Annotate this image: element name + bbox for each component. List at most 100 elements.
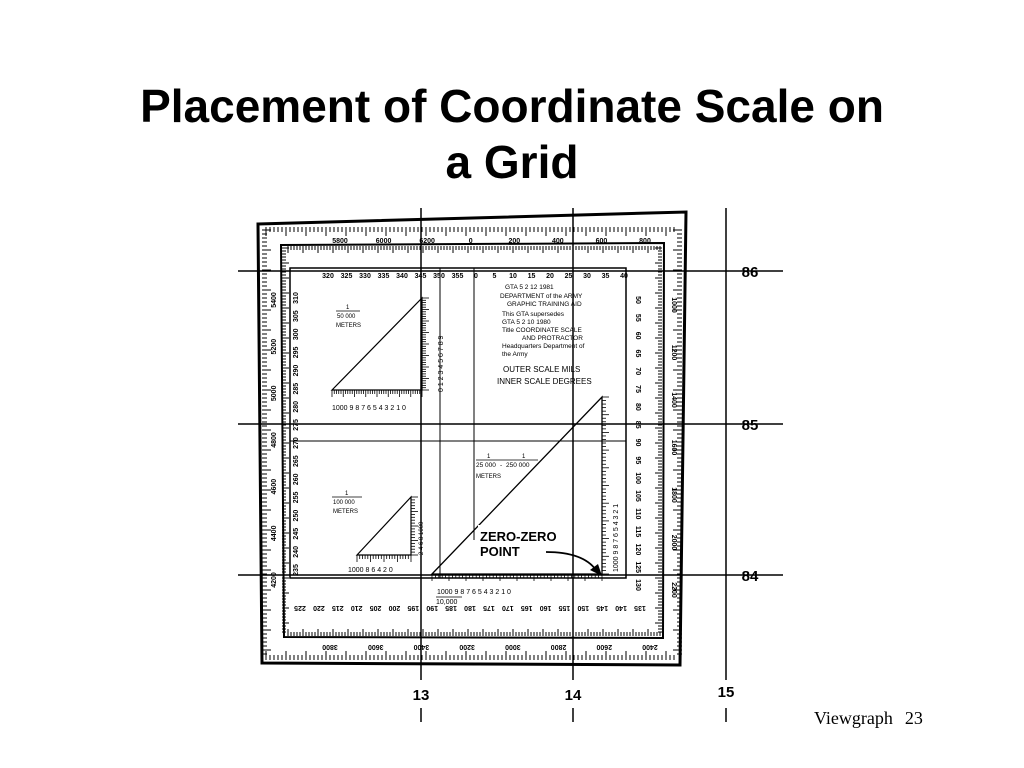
scale-100000-vertical-digits: 2 4 6 8 1000 — [419, 521, 425, 555]
degree-label: 100 — [634, 472, 641, 484]
mils-label: 2600 — [596, 643, 612, 650]
degree-label: 335 — [378, 273, 390, 280]
scale-25000-vertical-digits: 1000 9 8 7 6 5 4 3 2 1 — [613, 504, 620, 572]
scale-100000-numerator: 1 — [345, 491, 349, 497]
mils-label: 2400 — [642, 643, 658, 650]
degree-label: 90 — [634, 439, 641, 447]
degree-label: 130 — [634, 579, 641, 591]
scale-25000-base: 10,000 — [436, 599, 458, 606]
mils-label: 2200 — [670, 582, 677, 598]
degree-label: 350 — [433, 273, 445, 280]
info-line: Headquarters Department of — [502, 343, 585, 350]
zero-zero-label-line1: ZERO-ZERO — [480, 529, 557, 544]
degree-label: 255 — [293, 492, 300, 504]
mils-label: 1600 — [670, 440, 677, 456]
scale-100000-digits: 1000 8 6 4 2 0 — [348, 567, 393, 574]
degree-label: 15 — [528, 273, 536, 280]
mils-label: 1200 — [670, 345, 677, 361]
degree-label: 40 — [620, 273, 628, 280]
mils-label: 2000 — [670, 535, 677, 551]
degree-label: 295 — [293, 346, 300, 358]
mils-label: 1400 — [670, 392, 677, 408]
degree-label: 330 — [359, 273, 371, 280]
degree-label: 160 — [540, 604, 552, 611]
mils-label: 1800 — [670, 487, 677, 503]
scale-250000-denominator: 250 000 — [506, 462, 530, 469]
mils-label: 4400 — [271, 525, 278, 541]
degree-label: 170 — [502, 604, 514, 611]
degree-label: 285 — [293, 383, 300, 395]
protractor-ticks — [262, 227, 682, 660]
degree-label: 155 — [559, 604, 571, 611]
inner-scale-label: INNER SCALE DEGREES — [497, 377, 592, 386]
scale-25000-250000: 1 1 25 000 - 250 000 METERS 1000 9 8 7 6… — [430, 395, 620, 606]
zero-zero-arrow — [545, 551, 597, 571]
northing-label-84: 84 — [742, 568, 759, 585]
degree-label: 20 — [546, 273, 554, 280]
degree-label: 95 — [634, 456, 641, 464]
degree-label: 250 — [293, 510, 300, 522]
degree-label: 215 — [332, 604, 344, 611]
degree-label: 195 — [407, 604, 419, 611]
degree-label: 355 — [452, 273, 464, 280]
scale-50000-vertical-digits: 0 1 2 3 4 5 6 7 8 9 — [438, 335, 445, 392]
degree-label: 10 — [509, 273, 517, 280]
northing-label-85: 85 — [742, 417, 759, 434]
scale-50000-digits: 1000 9 8 7 6 5 4 3 2 1 0 — [332, 405, 406, 412]
degree-label: 5 — [493, 273, 497, 280]
slide-title-line2: a Grid — [445, 136, 579, 188]
right-degree-labels: 5055606570758085909510010511011512012513… — [634, 296, 641, 591]
slide-title: Placement of Coordinate Scale on a Grid — [0, 78, 1024, 190]
mils-label: 0 — [469, 238, 473, 245]
bottom-mils-labels: 38003600340032003000280026002400 — [322, 643, 658, 650]
degree-label: 110 — [634, 508, 641, 519]
degree-label: 145 — [596, 604, 608, 611]
top-degree-labels: 3203253303353403453503550510152025303540 — [322, 273, 628, 280]
degree-label: 320 — [322, 273, 334, 280]
svg-text:-: - — [500, 462, 502, 469]
mils-label: 600 — [596, 238, 608, 245]
degree-label: 135 — [634, 604, 646, 611]
degree-label: 225 — [294, 604, 306, 611]
degree-label: 210 — [351, 604, 363, 611]
info-line: GTA 5 2 12 1981 — [505, 284, 554, 291]
degree-label: 185 — [445, 604, 457, 611]
scale-25000-units: METERS — [476, 474, 501, 480]
zero-zero-arrowhead — [590, 564, 602, 576]
mils-label: 4200 — [271, 572, 278, 588]
mils-label: 4600 — [271, 479, 278, 495]
mils-label: 6000 — [376, 238, 392, 245]
degree-label: 80 — [634, 403, 641, 411]
grid-lines — [238, 208, 783, 722]
info-line: the Army — [502, 351, 528, 358]
degree-label: 75 — [634, 385, 641, 393]
easting-label-15: 15 — [718, 684, 735, 701]
scale-100000-units: METERS — [333, 509, 358, 515]
info-line: DEPARTMENT of the ARMY — [500, 293, 583, 300]
degree-label: 70 — [634, 367, 641, 375]
degree-label: 260 — [293, 473, 300, 485]
degree-label: 55 — [634, 314, 641, 322]
degrees-band-inner-edge — [289, 267, 627, 579]
easting-label-13: 13 — [413, 687, 430, 704]
degree-label: 310 — [293, 292, 300, 304]
scale-25000-denominator: 25 000 — [476, 462, 496, 469]
degree-label: 35 — [602, 273, 610, 280]
mils-label: 5800 — [332, 238, 348, 245]
scale-25000-numerator: 1 — [487, 454, 491, 460]
degree-label: 325 — [341, 273, 353, 280]
mils-label: 5200 — [271, 339, 278, 355]
degree-label: 290 — [293, 365, 300, 377]
info-line: Title COORDINATE SCALE — [502, 327, 582, 334]
degree-label: 50 — [634, 296, 641, 304]
scale-50000-units: METERS — [336, 323, 361, 329]
degree-label: 270 — [293, 437, 300, 449]
mils-label: 5000 — [271, 385, 278, 401]
mils-label: 1000 — [670, 297, 677, 313]
scale-50000-numerator: 1 — [346, 305, 350, 311]
left-degree-labels: 3103053002952902852802752702652602552502… — [293, 292, 300, 576]
degree-label: 190 — [426, 604, 438, 611]
degree-label: 265 — [293, 455, 300, 467]
